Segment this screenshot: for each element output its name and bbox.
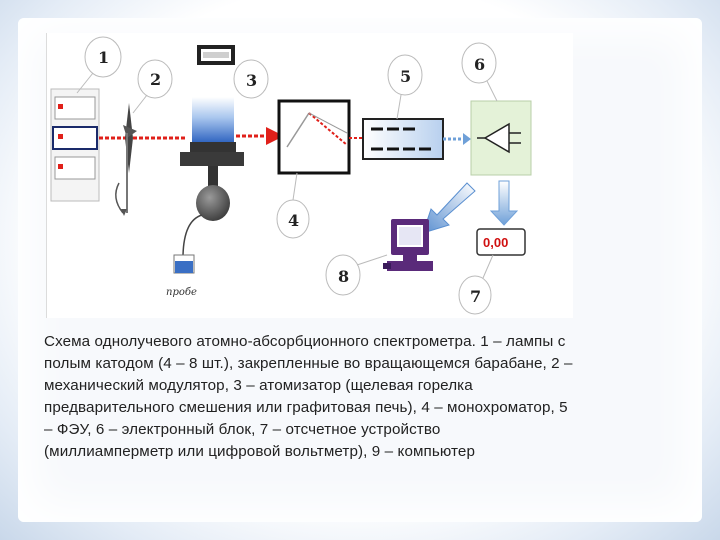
caption-line: механический модулятор, 3 – атомизатор (…: [44, 377, 473, 394]
caption-line: Схема однолучевого атомно-абсорбционного…: [44, 333, 566, 350]
to-readout-arrow: [489, 180, 519, 226]
atomizer: пробе: [166, 45, 244, 298]
label-5-callout: 5: [387, 54, 423, 120]
sample-label: пробе: [166, 287, 197, 298]
label-6: 6: [474, 55, 485, 74]
label-3: 3: [246, 71, 257, 90]
spectrometer-diagram: 1 2 пробе 3: [46, 33, 573, 318]
label-8-callout: 8: [325, 254, 388, 296]
electronic-block: [470, 100, 532, 176]
monochromator: [277, 99, 351, 175]
label-1: 1: [98, 48, 109, 67]
label-2-callout: 2: [132, 59, 173, 114]
label-2: 2: [150, 70, 161, 89]
caption-line: – ФЭУ, 6 – электронный блок, 7 – отсчетн…: [44, 421, 441, 438]
graphite-furnace-icon: [197, 45, 235, 65]
lamp-drum: [50, 88, 100, 202]
computer-icon: [383, 219, 433, 271]
readout-device: 0,00: [476, 228, 526, 256]
caption-line: предварительного смешения или графитовая…: [44, 399, 568, 416]
to-computer-arrow: [422, 182, 476, 234]
label-8: 8: [338, 267, 349, 286]
modulator: [115, 103, 137, 216]
flame: [192, 97, 234, 143]
label-6-callout: 6: [461, 42, 498, 102]
caption-line: (миллиамперметр или цифровой вольтметр),…: [44, 443, 476, 460]
nebulizer-bulb: [196, 185, 230, 221]
figure-caption: Схема однолучевого атомно-абсорбционного…: [44, 331, 684, 463]
caption-line: полым катодом (4 – 8 шт.), закрепленные …: [44, 355, 573, 372]
label-1-callout: 1: [76, 36, 122, 94]
photomultiplier: [362, 118, 444, 160]
label-4: 4: [288, 211, 299, 230]
label-7: 7: [470, 287, 481, 306]
label-4-callout: 4: [276, 172, 310, 239]
label-5: 5: [400, 67, 411, 86]
sample-vessel: [175, 261, 193, 273]
label-7-callout: 7: [458, 254, 494, 315]
diagram-svg: 1 2 пробе 3: [50, 36, 532, 315]
label-3-callout: 3: [233, 59, 269, 99]
readout-value: 0,00: [483, 235, 508, 250]
